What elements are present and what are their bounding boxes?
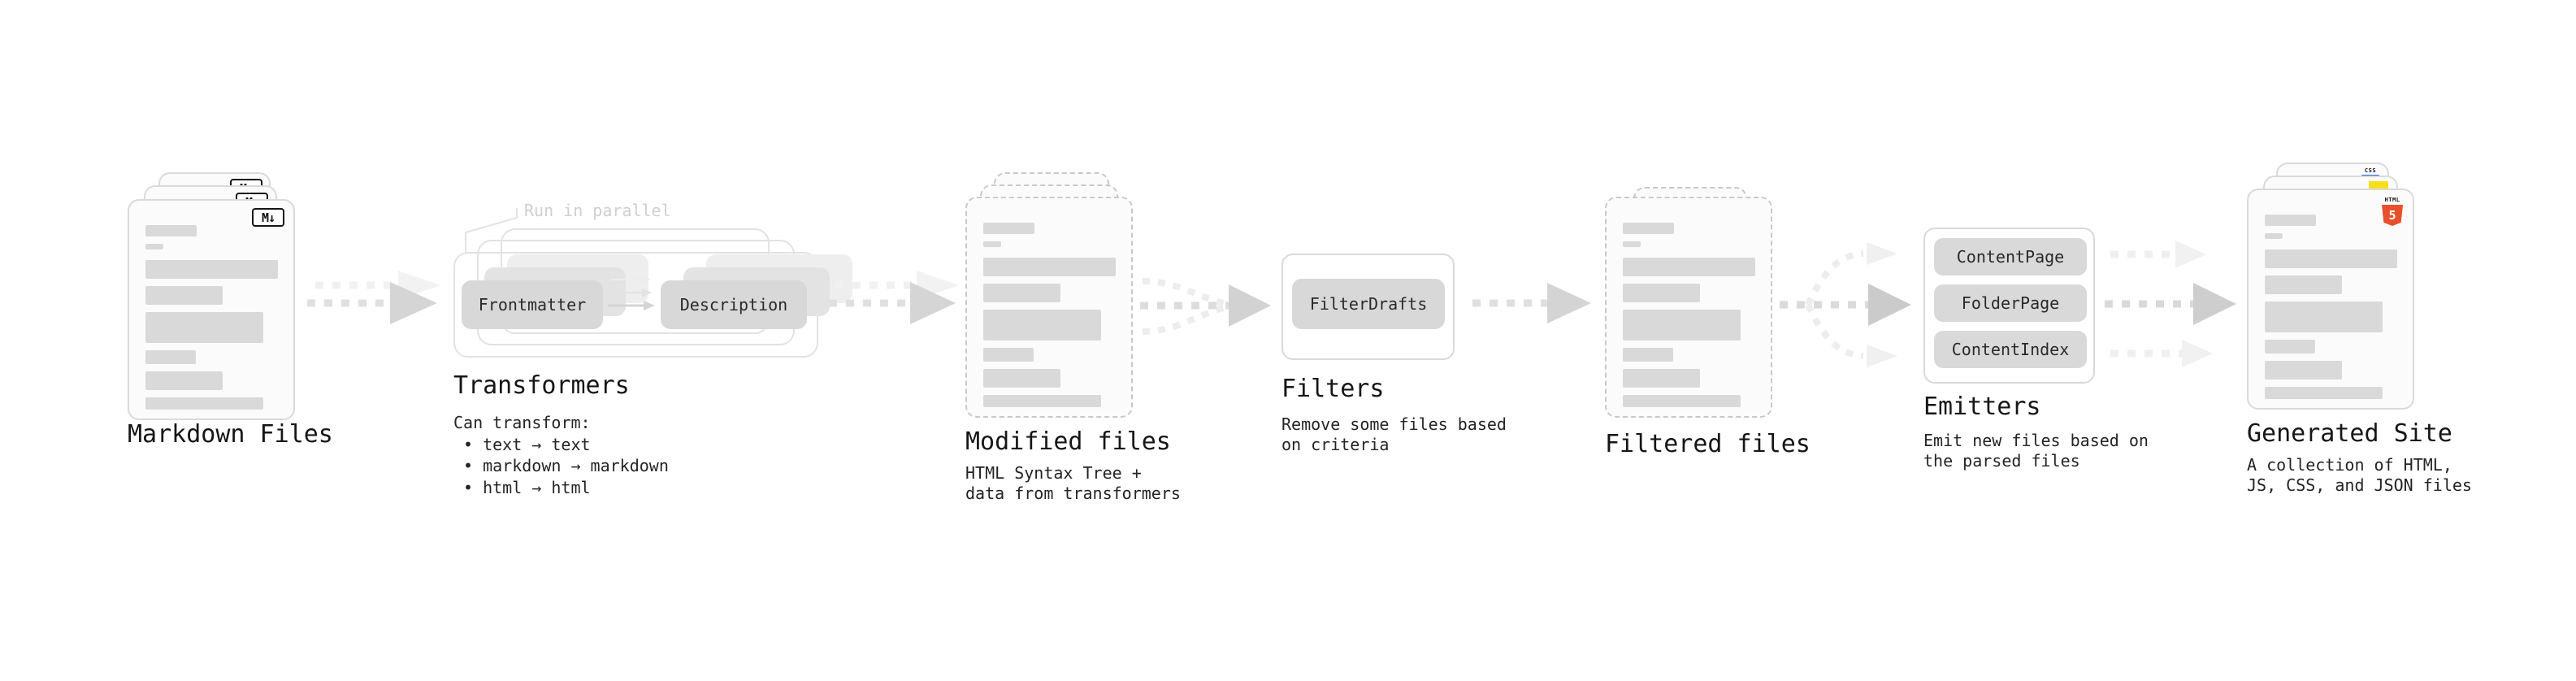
html5-number: 5 xyxy=(2388,208,2396,223)
text-line-placeholder xyxy=(2265,215,2316,226)
css-label: CSS xyxy=(2364,167,2377,174)
bullet-item: • text → text xyxy=(463,434,591,454)
generated-site-subtitle: A collection of HTML, JS, CSS, and JSON … xyxy=(2247,455,2472,496)
bullet-item: • markdown → markdown xyxy=(463,456,669,475)
text-line-placeholder xyxy=(145,244,163,249)
description-heading: Can transform: xyxy=(453,413,591,432)
emitter-node-contentpage: ContentPage xyxy=(1934,238,2087,275)
text-line-placeholder xyxy=(983,241,1001,247)
text-line-placeholder xyxy=(983,258,1116,276)
transformers-description: Can transform: • text → text • markdown … xyxy=(453,412,669,498)
text-line-placeholder xyxy=(2265,233,2283,239)
text-line-placeholder xyxy=(1623,241,1641,247)
site-file-card-html: HTML 5 xyxy=(2247,189,2414,410)
arrow-transformers-to-modified xyxy=(829,271,959,324)
document-placeholder-lines xyxy=(2265,215,2397,399)
text-line-placeholder xyxy=(2265,275,2342,294)
text-line-placeholder xyxy=(2265,301,2383,332)
arrow-filters-to-filtered xyxy=(1472,283,1591,323)
text-line-placeholder xyxy=(2265,387,2383,399)
subtitle-line: A collection of HTML, xyxy=(2247,455,2452,475)
text-line-placeholder xyxy=(2265,340,2315,354)
arrow-modified-to-filters xyxy=(1140,278,1271,335)
filter-node-filterdrafts: FilterDrafts xyxy=(1292,279,1445,329)
stage-title-filtered-files: Filtered files xyxy=(1605,430,1811,458)
run-in-parallel-note: Run in parallel xyxy=(524,201,671,220)
subtitle-line: the parsed files xyxy=(1923,451,2080,471)
text-line-placeholder xyxy=(145,260,278,279)
text-line-placeholder xyxy=(983,223,1034,234)
document-placeholder-lines xyxy=(1623,223,1755,407)
modified-file-card-front xyxy=(965,197,1133,418)
subtitle-line: on criteria xyxy=(1281,435,1390,454)
emitter-node-contentindex: ContentIndex xyxy=(1934,331,2087,368)
parallel-flow-arrows xyxy=(608,275,655,310)
html5-shield: 5 xyxy=(2382,205,2403,226)
stage-title-modified-files: Modified files xyxy=(965,427,1171,456)
text-line-placeholder xyxy=(983,369,1060,388)
subtitle-line: Emit new files based on xyxy=(1923,431,2149,450)
stage-title-filters: Filters xyxy=(1281,375,1385,403)
text-line-placeholder xyxy=(1623,348,1673,362)
stage-title-transformers: Transformers xyxy=(453,371,630,400)
transformer-node-frontmatter: Frontmatter xyxy=(462,280,603,329)
text-line-placeholder xyxy=(983,395,1101,407)
text-line-placeholder xyxy=(2265,361,2342,380)
text-line-placeholder xyxy=(145,350,196,364)
subtitle-line: JS, CSS, and JSON files xyxy=(2247,475,2472,495)
text-line-placeholder xyxy=(2265,249,2397,268)
stage-title-markdown-files: Markdown Files xyxy=(128,420,333,449)
arrow-emitters-to-site xyxy=(2105,241,2236,367)
modified-files-subtitle: HTML Syntax Tree + data from transformer… xyxy=(965,463,1181,504)
bullet-item: • html → html xyxy=(463,477,591,497)
html5-icon: HTML 5 xyxy=(2382,197,2403,226)
filters-subtitle: Remove some files based on criteria xyxy=(1281,414,1507,455)
text-line-placeholder xyxy=(983,310,1101,340)
text-line-placeholder xyxy=(1623,310,1741,340)
text-line-placeholder xyxy=(1623,369,1700,388)
emitter-node-folderpage: FolderPage xyxy=(1934,284,2087,322)
text-line-placeholder xyxy=(145,312,263,343)
document-placeholder-lines xyxy=(983,223,1116,407)
text-line-placeholder xyxy=(1623,284,1700,302)
markdown-file-card-front: M↓ xyxy=(128,199,295,420)
text-line-placeholder xyxy=(145,397,263,410)
text-line-placeholder xyxy=(1623,395,1741,407)
subtitle-line: HTML Syntax Tree + xyxy=(965,463,1142,483)
emitters-subtitle: Emit new files based on the parsed files xyxy=(1923,431,2149,471)
stage-title-generated-site: Generated Site xyxy=(2247,419,2452,448)
subtitle-line: Remove some files based xyxy=(1281,414,1507,434)
text-line-placeholder xyxy=(145,286,223,305)
subtitle-line: data from transformers xyxy=(965,484,1181,503)
markdown-icon: M↓ xyxy=(252,208,284,227)
arrow-markdown-to-transformers xyxy=(307,271,440,324)
text-line-placeholder xyxy=(983,348,1034,362)
text-line-placeholder xyxy=(1623,223,1674,234)
filters-panel xyxy=(1281,254,1455,360)
text-line-placeholder xyxy=(1623,258,1755,276)
transformer-node-description: Description xyxy=(661,280,807,329)
emitters-panel xyxy=(1923,228,2095,384)
note-connector-line xyxy=(465,208,518,252)
html5-label: HTML xyxy=(2384,197,2400,203)
document-placeholder-lines xyxy=(145,225,278,410)
filtered-file-card-front xyxy=(1605,197,1772,418)
stage-title-emitters: Emitters xyxy=(1923,393,2041,421)
text-line-placeholder xyxy=(983,284,1060,302)
text-line-placeholder xyxy=(145,371,223,390)
arrow-filtered-to-emitters xyxy=(1780,242,1911,367)
text-line-placeholder xyxy=(145,225,197,236)
